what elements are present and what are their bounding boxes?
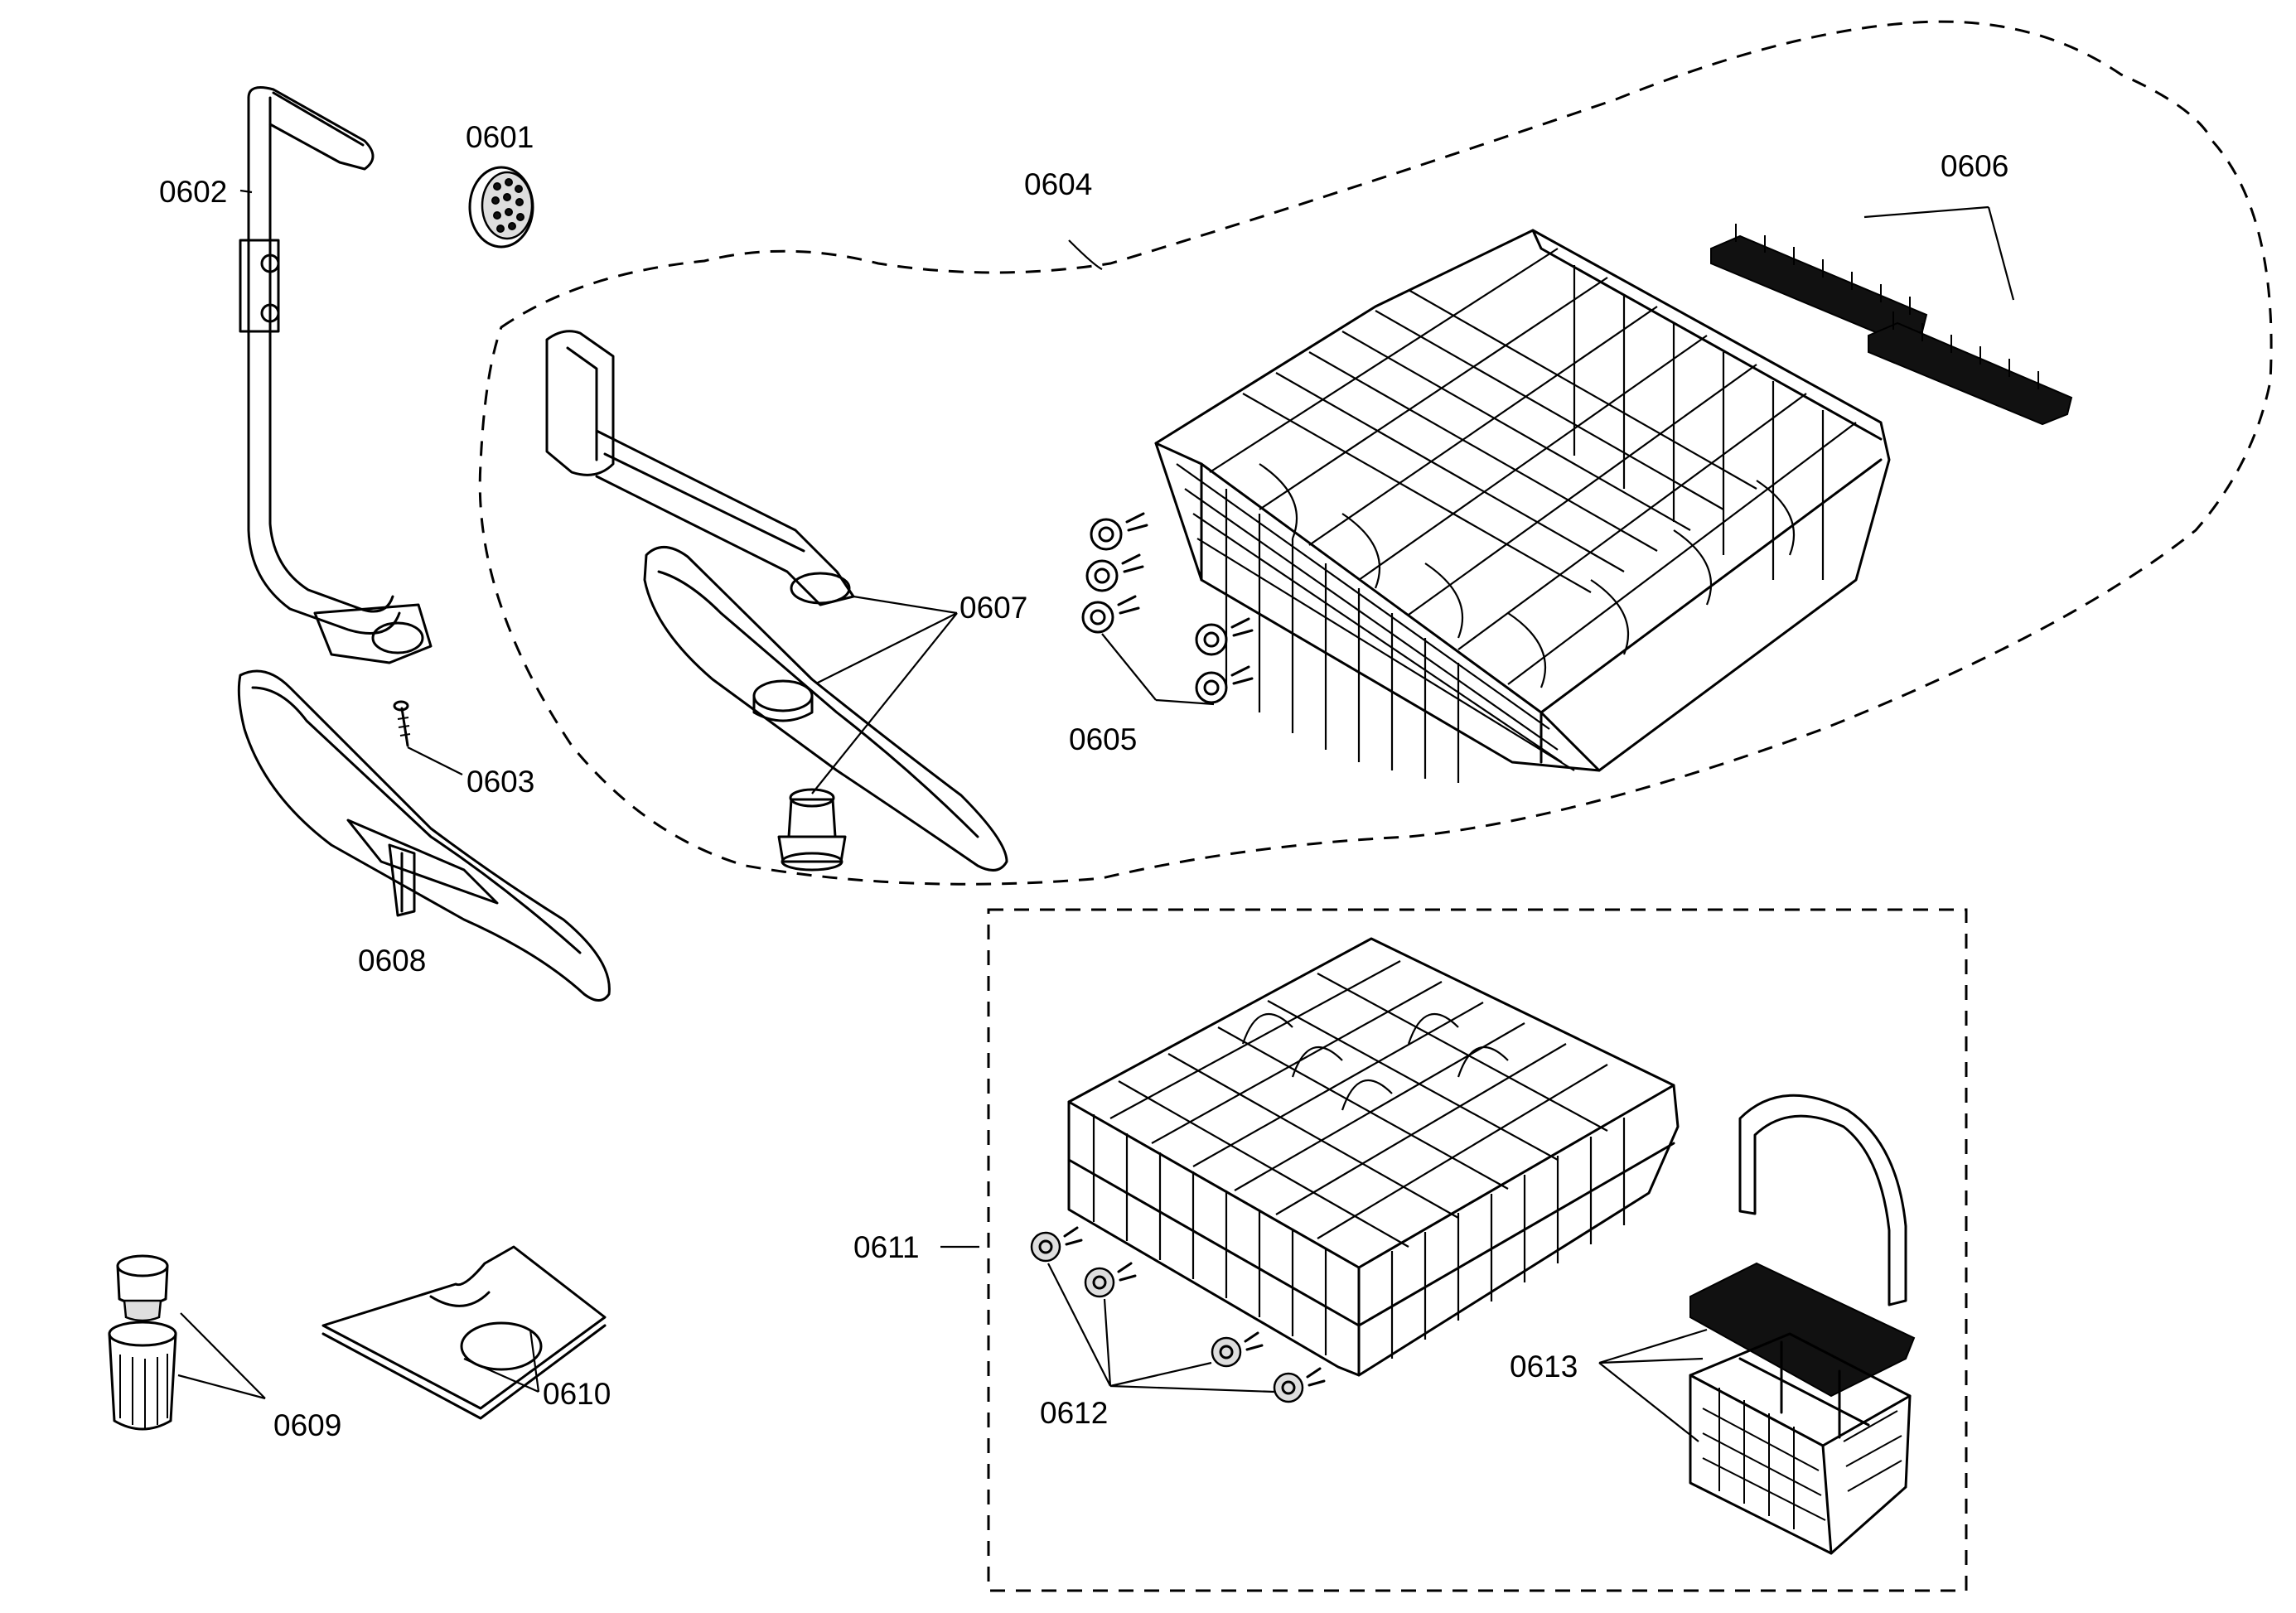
part-0608-lower-spray-arm (237, 669, 611, 1002)
part-0607-upper-spray-assembly (545, 330, 1008, 872)
group-0611-outline (987, 908, 1968, 1592)
part-0610-cover-plate (321, 1245, 607, 1420)
part-labels: 0601 0602 0603 0604 0605 0606 0607 0608 … (159, 120, 2008, 1442)
part-0613-cutlery-basket (1689, 1094, 1916, 1555)
label-0606: 0606 (1941, 149, 2008, 183)
part-0611-lower-rack (1067, 937, 1680, 1377)
label-0603: 0603 (466, 765, 534, 799)
part-0601-filter-cap (468, 166, 534, 249)
part-0609-filters (108, 1254, 177, 1431)
label-0609: 0609 (273, 1408, 341, 1442)
label-0601: 0601 (466, 120, 534, 154)
part-0606-tine-rows (1710, 224, 2073, 426)
label-0605: 0605 (1069, 722, 1137, 756)
part-0612-rack-wheels (1030, 1226, 1326, 1403)
label-0613: 0613 (1510, 1350, 1578, 1384)
part-0605-rack-wheels (1081, 512, 1254, 704)
label-0604: 0604 (1024, 167, 1092, 201)
leader-lines (177, 189, 2015, 1442)
label-0610: 0610 (543, 1377, 611, 1411)
label-0607: 0607 (959, 591, 1027, 625)
label-0602: 0602 (159, 175, 227, 209)
part-0603-screw (393, 700, 411, 747)
part-0602-spray-tube (239, 86, 433, 664)
group-0604-outline (478, 20, 2273, 886)
label-0611: 0611 (853, 1230, 920, 1264)
label-0612: 0612 (1040, 1396, 1108, 1430)
label-0608: 0608 (358, 944, 426, 978)
part-0604-upper-rack (1154, 229, 1891, 783)
